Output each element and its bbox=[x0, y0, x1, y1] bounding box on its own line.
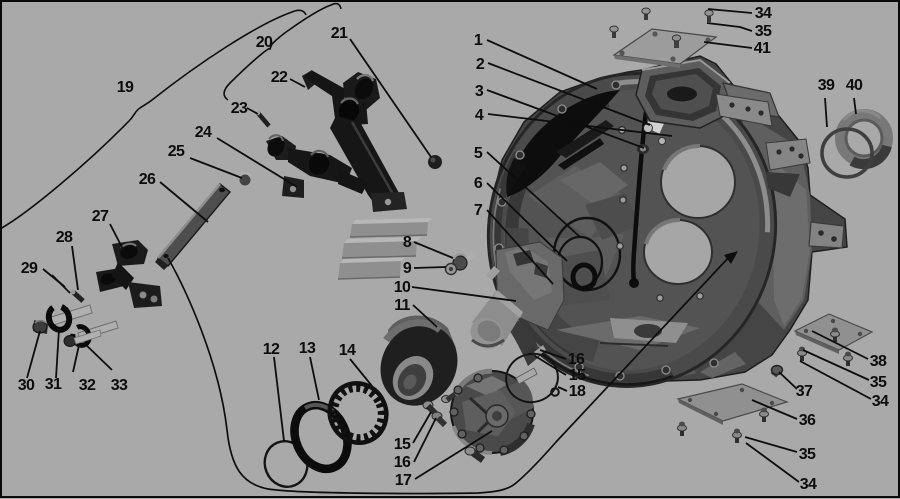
svg-text:25: 25 bbox=[168, 143, 185, 160]
svg-text:37: 37 bbox=[796, 383, 813, 400]
svg-text:34: 34 bbox=[755, 5, 772, 22]
svg-text:29: 29 bbox=[21, 260, 38, 277]
svg-text:16: 16 bbox=[394, 454, 411, 471]
svg-text:30: 30 bbox=[18, 377, 35, 394]
svg-text:22: 22 bbox=[271, 69, 288, 86]
svg-text:8: 8 bbox=[403, 234, 412, 251]
svg-text:3: 3 bbox=[475, 83, 484, 100]
svg-text:41: 41 bbox=[754, 40, 771, 57]
svg-text:13: 13 bbox=[299, 340, 316, 357]
svg-text:39: 39 bbox=[818, 77, 835, 94]
svg-text:18: 18 bbox=[569, 383, 586, 400]
svg-text:17: 17 bbox=[395, 472, 412, 489]
svg-text:23: 23 bbox=[231, 100, 248, 117]
svg-text:31: 31 bbox=[45, 376, 62, 393]
svg-text:38: 38 bbox=[870, 353, 887, 370]
svg-text:35: 35 bbox=[799, 446, 816, 463]
svg-text:9: 9 bbox=[403, 260, 412, 277]
svg-text:27: 27 bbox=[92, 208, 109, 225]
svg-text:36: 36 bbox=[799, 412, 816, 429]
svg-text:32: 32 bbox=[79, 377, 96, 394]
svg-text:15: 15 bbox=[569, 367, 586, 384]
svg-text:20: 20 bbox=[256, 34, 273, 51]
svg-text:11: 11 bbox=[394, 297, 410, 314]
svg-text:4: 4 bbox=[475, 107, 484, 124]
svg-text:21: 21 bbox=[331, 25, 348, 42]
svg-text:6: 6 bbox=[474, 175, 483, 192]
svg-text:34: 34 bbox=[872, 393, 889, 410]
svg-text:14: 14 bbox=[339, 342, 356, 359]
svg-text:15: 15 bbox=[394, 436, 411, 453]
svg-text:40: 40 bbox=[846, 77, 863, 94]
svg-text:28: 28 bbox=[56, 229, 73, 246]
svg-text:33: 33 bbox=[111, 377, 128, 394]
svg-text:35: 35 bbox=[870, 374, 887, 391]
svg-text:34: 34 bbox=[800, 476, 817, 493]
svg-text:26: 26 bbox=[139, 171, 156, 188]
svg-text:19: 19 bbox=[117, 79, 134, 96]
svg-text:10: 10 bbox=[394, 279, 411, 296]
svg-text:7: 7 bbox=[474, 202, 483, 219]
svg-text:1: 1 bbox=[474, 32, 483, 49]
svg-text:5: 5 bbox=[474, 145, 483, 162]
svg-text:16: 16 bbox=[568, 351, 585, 368]
svg-text:24: 24 bbox=[195, 124, 212, 141]
svg-text:35: 35 bbox=[755, 23, 772, 40]
svg-text:2: 2 bbox=[476, 56, 485, 73]
svg-text:12: 12 bbox=[263, 341, 280, 358]
